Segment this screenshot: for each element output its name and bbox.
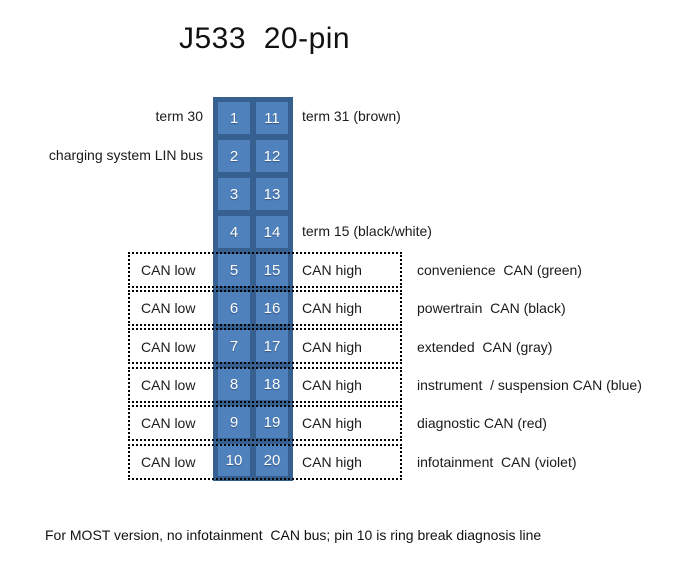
pin-cell-14: 14: [256, 216, 288, 248]
pin-number: 10: [225, 451, 243, 469]
bus-name-label: extended CAN (gray): [417, 338, 553, 355]
can-high-label: CAN high: [302, 453, 362, 470]
can-high-label: CAN high: [302, 300, 362, 317]
pin-cell-4: 4: [218, 216, 250, 248]
pin-number: 16: [263, 299, 281, 317]
pin-number: 9: [229, 413, 239, 431]
can-low-label: CAN low: [141, 453, 196, 470]
pin-cell-2: 2: [218, 140, 250, 172]
pin-cell-16: 16: [256, 292, 288, 324]
footnote: For MOST version, no infotainment CAN bu…: [45, 527, 542, 543]
pin-cell-19: 19: [256, 406, 288, 438]
can-pair-outline: [128, 328, 402, 365]
pin-number: 15: [263, 261, 281, 279]
pin-number: 14: [263, 223, 281, 241]
can-low-label: CAN low: [141, 415, 196, 432]
can-pair-outline: [128, 366, 402, 403]
pin-cell-3: 3: [218, 178, 250, 210]
can-low-label: CAN low: [141, 338, 196, 355]
can-pair-outline: [128, 443, 402, 480]
pin-cell-10: 10: [218, 444, 250, 476]
bus-name-label: infotainment CAN (violet): [417, 453, 577, 470]
can-high-label: CAN high: [302, 415, 362, 432]
pin-cell-6: 6: [218, 292, 250, 324]
bus-name-label: instrument / suspension CAN (blue): [417, 376, 642, 393]
can-low-label: CAN low: [141, 261, 196, 278]
pin-number: 3: [229, 185, 239, 203]
pin-number: 20: [263, 451, 281, 469]
pin-row-10-20: CAN low CAN high infotainment CAN (viole…: [0, 443, 689, 481]
right-pin-label: term 15 (black/white): [302, 223, 432, 240]
left-pin-label: term 30: [155, 108, 203, 125]
pin-number: 2: [229, 147, 239, 165]
pin-cell-5: 5: [218, 254, 250, 286]
pin-row-2-12: charging system LIN bus: [0, 135, 689, 173]
left-pin-label: charging system LIN bus: [48, 146, 203, 163]
left-pin-label: [0, 174, 203, 212]
pin-cell-8: 8: [218, 368, 250, 400]
pin-row-7-17: CAN low CAN high extended CAN (gray): [0, 327, 689, 365]
right-pin-label: term 31 (brown): [302, 108, 401, 125]
pin-number: 1: [229, 109, 239, 127]
pin-number: 7: [229, 337, 239, 355]
can-low-label: CAN low: [141, 300, 196, 317]
bus-name-label: powertrain CAN (black): [417, 300, 566, 317]
pin-number: 6: [229, 299, 239, 317]
bus-name-label: diagnostic CAN (red): [417, 415, 547, 432]
bus-name-label: convenience CAN (green): [417, 261, 582, 278]
pin-cell-9: 9: [218, 406, 250, 438]
pin-number: 4: [229, 223, 239, 241]
pin-cell-11: 11: [256, 102, 288, 134]
pin-cell-18: 18: [256, 368, 288, 400]
can-pair-outline: [128, 289, 402, 326]
pin-number: 13: [263, 185, 281, 203]
pin-number: 19: [263, 413, 281, 431]
pin-number: 18: [263, 375, 281, 393]
pin-row-3-13: [0, 174, 689, 212]
pin-cell-15: 15: [256, 254, 288, 286]
can-high-label: CAN high: [302, 261, 362, 278]
can-pair-outline: [128, 251, 402, 288]
pin-cell-13: 13: [256, 178, 288, 210]
pin-row-5-15: CAN low CAN high convenience CAN (green): [0, 251, 689, 289]
pin-cell-17: 17: [256, 330, 288, 362]
pin-number: 8: [229, 375, 239, 393]
diagram-title: J533 20-pin: [179, 22, 351, 55]
pin-row-4-14: term 15 (black/white): [0, 212, 689, 250]
pin-cell-1: 1: [218, 102, 250, 134]
pin-number: 17: [263, 337, 281, 355]
left-pin-label: [0, 212, 203, 250]
pin-number: 5: [229, 261, 239, 279]
pin-row-6-16: CAN low CAN high powertrain CAN (black): [0, 289, 689, 327]
row-labels-layer: term 30 term 31 (brown) charging system …: [0, 97, 689, 481]
pin-cell-12: 12: [256, 140, 288, 172]
pin-number: 12: [263, 147, 281, 165]
pin-row-8-18: CAN low CAN high instrument / suspension…: [0, 366, 689, 404]
can-low-label: CAN low: [141, 376, 196, 393]
pin-row-9-19: CAN low CAN high diagnostic CAN (red): [0, 404, 689, 442]
connector-pin-grid: 1 11 2 12 3 13 4 14 5 15 6 16 7 17 8 18 …: [213, 97, 293, 481]
pin-cell-20: 20: [256, 444, 288, 476]
pin-number: 11: [264, 109, 280, 127]
can-high-label: CAN high: [302, 376, 362, 393]
can-pair-outline: [128, 405, 402, 442]
pin-cell-7: 7: [218, 330, 250, 362]
can-high-label: CAN high: [302, 338, 362, 355]
pin-row-1-11: term 30 term 31 (brown): [0, 97, 689, 135]
